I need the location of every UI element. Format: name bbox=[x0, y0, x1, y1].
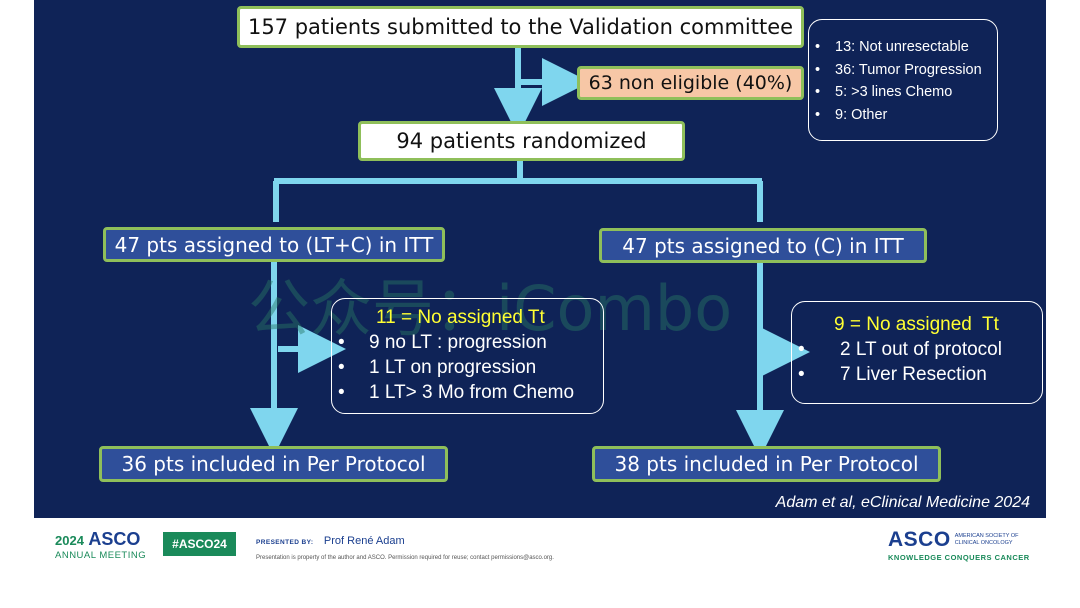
left-no-assigned-item: 1 LT> 3 Mo from Chemo bbox=[332, 380, 603, 405]
right-no-assigned-item: 7 Liver Resection bbox=[792, 362, 1042, 387]
reason-item: 36: Tumor Progression bbox=[809, 59, 997, 82]
left-no-assigned-item: 9 no LT : progression bbox=[332, 330, 603, 355]
submitted-box: 157 patients submitted to the Validation… bbox=[237, 6, 804, 48]
meeting-year: 2024 bbox=[55, 533, 84, 548]
right-itt-box: 47 pts assigned to (C) in ITT bbox=[599, 228, 927, 263]
reason-item: 9: Other bbox=[809, 104, 997, 127]
exclusion-reasons-box: 13: Not unresectable 36: Tumor Progressi… bbox=[808, 19, 998, 141]
presented-by-label: PRESENTED BY: bbox=[256, 539, 314, 546]
disclaimer: Presentation is property of the author a… bbox=[256, 555, 554, 561]
society-line-1: AMERICAN SOCIETY OF bbox=[954, 533, 1019, 539]
non-eligible-box: 63 non eligible (40%) bbox=[577, 66, 804, 100]
left-itt-box: 47 pts assigned to (LT+C) in ITT bbox=[103, 227, 445, 262]
asco-annual-meeting-logo: 2024 ASCO ANNUAL MEETING bbox=[55, 530, 146, 561]
reason-item: 5: >3 lines Chemo bbox=[809, 81, 997, 104]
left-no-assigned-box: 11 = No assigned Tt 9 no LT : progressio… bbox=[331, 298, 604, 414]
society-line-2: CLINICAL ONCOLOGY bbox=[954, 540, 1013, 546]
asco-society-logo: ASCO AMERICAN SOCIETY OF CLINICAL ONCOLO… bbox=[888, 528, 1038, 562]
asco-logo-wordmark: ASCO bbox=[888, 528, 951, 551]
presenter-name: Prof René Adam bbox=[323, 535, 405, 547]
asco-tagline: KNOWLEDGE CONQUERS CANCER bbox=[888, 553, 1030, 562]
hashtag-badge: #ASCO24 bbox=[163, 532, 236, 556]
randomized-box: 94 patients randomized bbox=[358, 121, 685, 161]
right-per-protocol-box: 38 pts included in Per Protocol bbox=[592, 446, 941, 482]
annual-meeting-label: ANNUAL MEETING bbox=[55, 550, 147, 561]
left-per-protocol-box: 36 pts included in Per Protocol bbox=[99, 446, 448, 482]
left-no-assigned-title: 11 = No assigned Tt bbox=[376, 307, 545, 328]
asco-wordmark: ASCO bbox=[88, 529, 141, 549]
presented-by-block: PRESENTED BY: Prof René Adam Presentatio… bbox=[256, 531, 554, 561]
right-no-assigned-box: 9 = No assigned Tt 2 LT out of protocol … bbox=[791, 301, 1043, 404]
right-no-assigned-item: 2 LT out of protocol bbox=[792, 337, 1042, 362]
reason-item: 13: Not unresectable bbox=[809, 36, 997, 59]
right-no-assigned-title: 9 = No assigned Tt bbox=[834, 314, 999, 335]
left-no-assigned-item: 1 LT on progression bbox=[332, 355, 603, 380]
citation: Adam et al, eClinical Medicine 2024 bbox=[775, 494, 1030, 511]
